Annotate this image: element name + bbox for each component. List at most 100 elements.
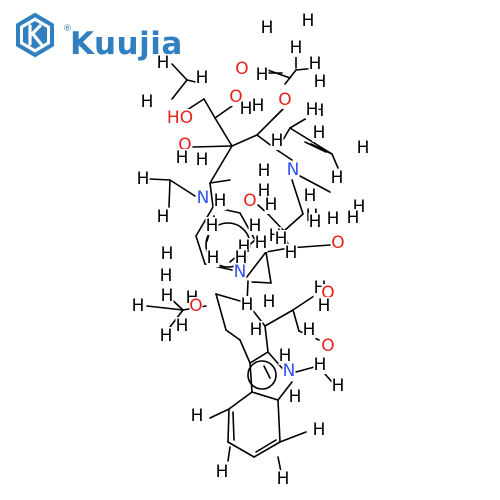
atom-label-background (234, 249, 248, 267)
atom-label-background (156, 208, 170, 226)
atom-label-background (312, 421, 326, 439)
atom-label-background (326, 210, 340, 228)
atom-label-background (274, 230, 288, 248)
atom-label-h: H (160, 266, 173, 286)
atom-label-h: H (285, 243, 298, 263)
bond-line (255, 439, 277, 453)
atom-label-background (331, 234, 345, 252)
atom-label-background (301, 12, 315, 30)
bond-line (292, 309, 300, 332)
bond-line (251, 281, 272, 284)
bond-line (149, 178, 171, 181)
atom-label-background (262, 293, 276, 311)
atom-label-ho: HO (167, 108, 193, 128)
atom-label-background (255, 66, 269, 84)
bond-line (227, 441, 255, 458)
atom-label-background (257, 182, 271, 200)
atom-label-n: N (283, 361, 296, 381)
bond-line (195, 206, 214, 237)
atom-label-background (289, 39, 303, 57)
atom-label-h: H (207, 248, 220, 268)
atom-label-background (175, 317, 189, 335)
bond-line (227, 446, 231, 462)
atom-label-h: H (216, 462, 229, 482)
atom-label-h: H (241, 295, 254, 315)
atom-label-o: O (189, 296, 202, 316)
atom-label-h: H (263, 292, 276, 312)
atom-label-background (313, 73, 327, 91)
atom-label-h: H (306, 100, 319, 120)
atom-label-layer: HHHOHHHHHHOOHHHHHOOHHHHHNHHHNHOHHHHHHHHH… (131, 11, 370, 489)
bond-line (169, 179, 196, 197)
atom-label-h: H (252, 96, 265, 116)
atom-label-o: O (331, 233, 344, 253)
atom-label-background (159, 327, 173, 345)
atom-label-background (131, 297, 145, 315)
atom-label-h: H (332, 376, 345, 396)
bond-line (227, 408, 230, 443)
bond-line (251, 391, 279, 401)
atom-label-background (331, 377, 345, 395)
bond-line (277, 399, 281, 443)
bond-line (209, 182, 214, 208)
bond-line (279, 431, 307, 443)
bond-line (214, 117, 233, 147)
atom-label-background (313, 356, 327, 374)
bond-line (267, 351, 283, 369)
atom-label-h: H (357, 138, 370, 158)
atom-label-h: H (314, 355, 327, 375)
atom-label-background (229, 88, 243, 106)
bond-line (209, 145, 233, 184)
atom-label-h: H (271, 131, 284, 151)
bond-line (171, 63, 188, 81)
atom-label-background (251, 97, 265, 115)
bond-line (289, 127, 333, 155)
bond-line (277, 456, 282, 473)
atom-label-background (140, 93, 154, 111)
atom-label-background (233, 263, 247, 281)
bond-line (146, 305, 184, 311)
atom-label-background (302, 321, 316, 339)
bond-line (239, 339, 251, 364)
atom-label-h: H (347, 208, 360, 228)
atom-label-h: H (327, 209, 340, 229)
atom-label-background (303, 187, 317, 205)
bond-line (256, 115, 277, 136)
atom-label-background (308, 213, 322, 231)
atom-label-h: H (289, 387, 302, 407)
atom-label-h: H (206, 216, 219, 236)
bond-line (292, 295, 315, 311)
atom-label-h: H (313, 420, 326, 440)
atom-label-background (284, 244, 298, 262)
bond-line (253, 441, 281, 458)
atom-label-o: O (321, 336, 334, 356)
bond-line (245, 251, 267, 279)
atom-label-h: H (161, 286, 174, 306)
atom-label-o: O (278, 90, 291, 110)
atom-label-background (235, 60, 249, 78)
bond-line (284, 69, 297, 85)
atom-label-background (356, 139, 370, 157)
atom-label-background (288, 388, 302, 406)
atom-label-background (160, 245, 174, 263)
atom-label-background (282, 362, 296, 380)
atom-label-background (305, 101, 319, 119)
atom-label-background (317, 297, 331, 315)
atom-label-background (205, 217, 219, 235)
atom-label-background (215, 463, 229, 481)
atom-label-o: O (235, 59, 248, 79)
atom-label-background (257, 162, 271, 180)
atom-label-background (159, 267, 173, 285)
bond-line (331, 153, 339, 169)
atom-label-background (276, 470, 290, 488)
atom-label-background (240, 296, 254, 314)
bond-line (239, 212, 256, 241)
bond-line (209, 179, 231, 184)
atom-label-h: H (196, 68, 209, 88)
atom-label-h: H (314, 72, 327, 92)
bond-line (304, 141, 327, 153)
atom-label-background (175, 149, 189, 167)
bond-line (192, 145, 233, 148)
atom-label-background (190, 407, 204, 425)
